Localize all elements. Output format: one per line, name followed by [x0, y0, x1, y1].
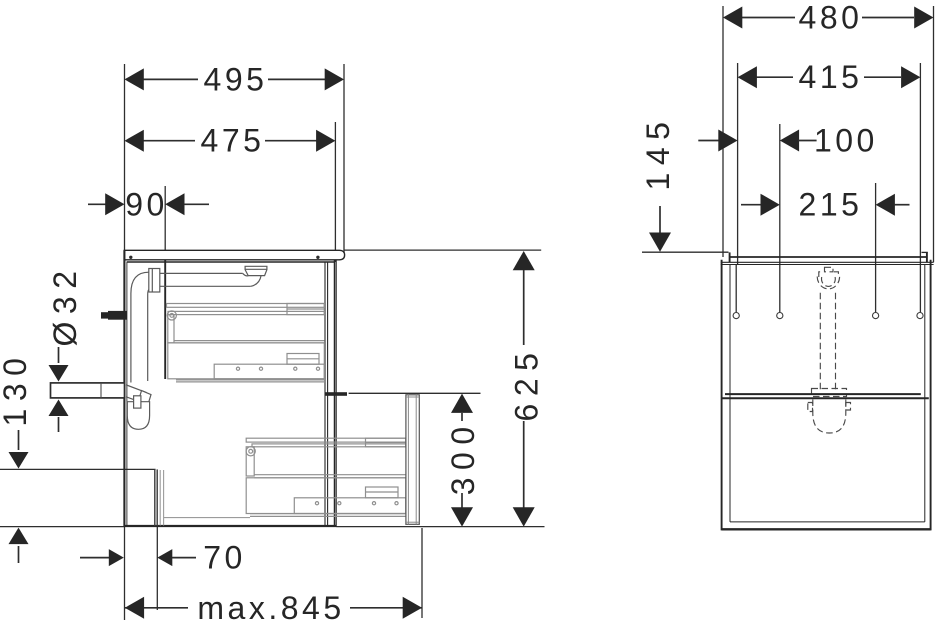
- svg-text:90: 90: [125, 186, 168, 222]
- svg-text:Ø32: Ø32: [47, 264, 83, 347]
- svg-text:475: 475: [201, 123, 265, 159]
- svg-text:145: 145: [640, 115, 676, 191]
- svg-text:415: 415: [799, 59, 863, 95]
- svg-text:300: 300: [445, 419, 481, 495]
- svg-text:max.845: max.845: [197, 590, 344, 626]
- svg-text:495: 495: [204, 61, 268, 97]
- svg-text:70: 70: [203, 540, 246, 576]
- svg-text:130: 130: [0, 351, 33, 427]
- svg-text:625: 625: [508, 346, 544, 422]
- svg-text:215: 215: [799, 187, 863, 223]
- svg-text:480: 480: [799, 0, 863, 36]
- svg-text:100: 100: [814, 123, 878, 159]
